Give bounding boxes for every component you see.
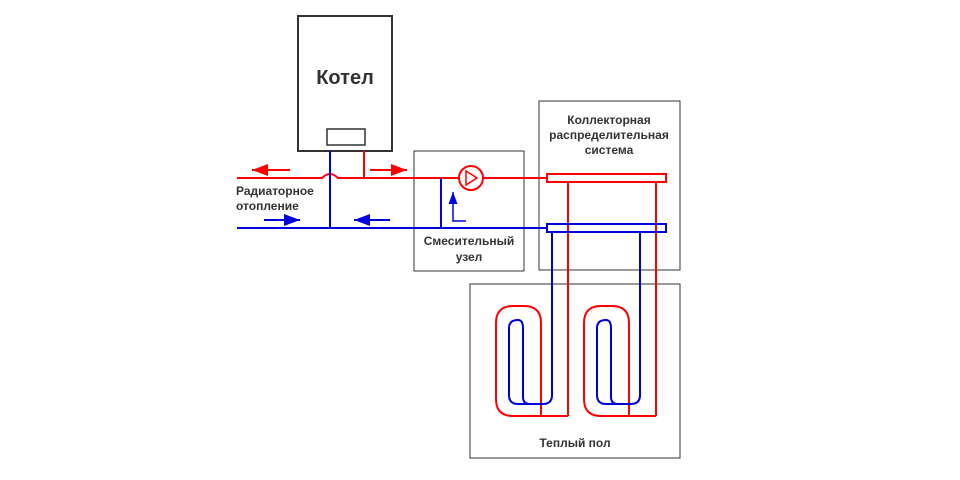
floor-loop-right	[583, 305, 656, 417]
collector-label-2: распределительная	[549, 128, 669, 142]
floor-loop-left	[495, 305, 568, 417]
collector-label-1: Коллекторная	[567, 113, 650, 127]
boiler-display	[326, 128, 366, 146]
collector-system: Коллекторная распределительная система	[538, 100, 681, 271]
radiator-label-2: отопление	[236, 199, 299, 213]
boiler-label: Котел	[316, 67, 374, 89]
radiator-label-1: Радиаторное	[236, 184, 314, 198]
pump-icon	[458, 165, 484, 191]
mixing-unit-label-2: узел	[456, 250, 483, 264]
return-pipe	[237, 151, 667, 395]
collector-label-3: система	[585, 143, 634, 157]
warm-floor: Теплый пол	[469, 283, 681, 459]
boiler: Котел	[297, 15, 393, 152]
mixing-bypass-arrow	[448, 192, 466, 222]
warm-floor-label: Теплый пол	[539, 436, 610, 450]
mixing-unit: Смесительный узел	[413, 150, 525, 272]
mixing-unit-label-1: Смесительный	[424, 234, 515, 248]
